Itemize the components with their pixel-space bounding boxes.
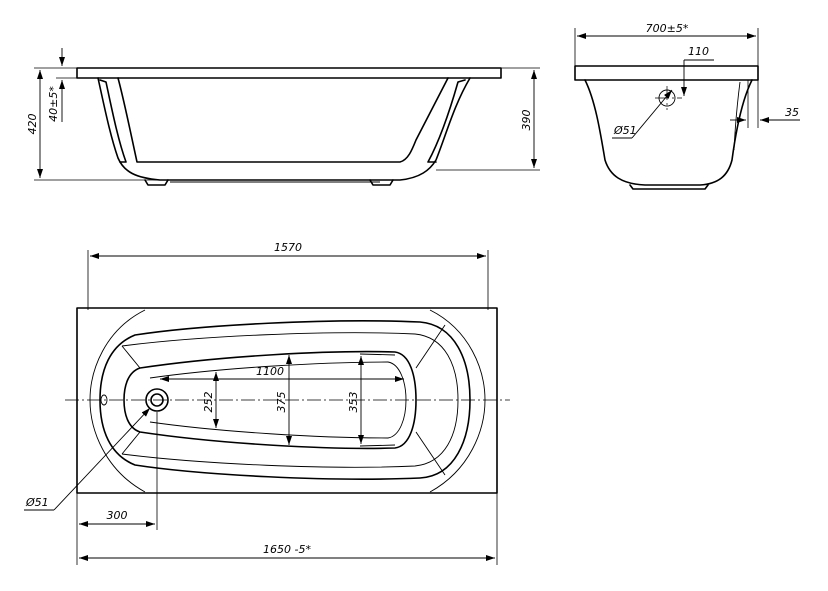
dim-drain-offset-plan: 300	[107, 509, 128, 522]
dim-total-length: 1650 -5*	[263, 543, 311, 556]
dim-head-width: 252	[202, 392, 215, 413]
plan-view-outline	[76, 307, 498, 494]
dim-rim-height: 40±5*	[47, 86, 60, 122]
side-view-rim	[76, 67, 502, 79]
dim-foot-width: 353	[347, 392, 360, 413]
side-view-inner-wall	[117, 77, 449, 163]
end-view: 700±5* 110 Ø51 35	[574, 22, 800, 190]
plan-view-basin-outer	[99, 320, 471, 480]
dim-depth: 390	[520, 110, 533, 131]
dim-drain-offset-end: 110	[688, 45, 709, 58]
dim-center-width: 375	[275, 392, 288, 413]
end-view-feet	[629, 184, 709, 190]
side-view-left-support	[99, 79, 127, 163]
end-view-rim	[574, 65, 759, 81]
side-view: 420 40±5* 390	[26, 48, 540, 186]
side-view-right-support	[427, 79, 466, 163]
end-view-shell	[584, 79, 753, 186]
dim-drain-diameter-end: Ø51	[613, 124, 637, 137]
dim-end-width: 700±5*	[646, 22, 689, 35]
dim-inner-length: 1570	[274, 241, 302, 254]
end-view-rim-edge	[733, 81, 741, 151]
plan-view-corner-ridges	[121, 324, 446, 476]
plan-view-bottom-feature	[359, 353, 396, 447]
side-view-feet	[144, 179, 394, 186]
plan-view-basin-bottom	[123, 350, 417, 450]
side-view-shell	[97, 77, 471, 181]
dim-bottom-length: 1100	[256, 365, 284, 378]
dim-total-height: 420	[26, 114, 39, 135]
plan-view: 1570 1100 252 375 353 Ø51 300 1650 -5*	[24, 241, 510, 565]
dim-drain-diameter-plan: Ø51	[25, 496, 49, 509]
dim-rim-overhang: 35	[785, 106, 799, 119]
plan-view-drain-outer	[145, 388, 169, 412]
